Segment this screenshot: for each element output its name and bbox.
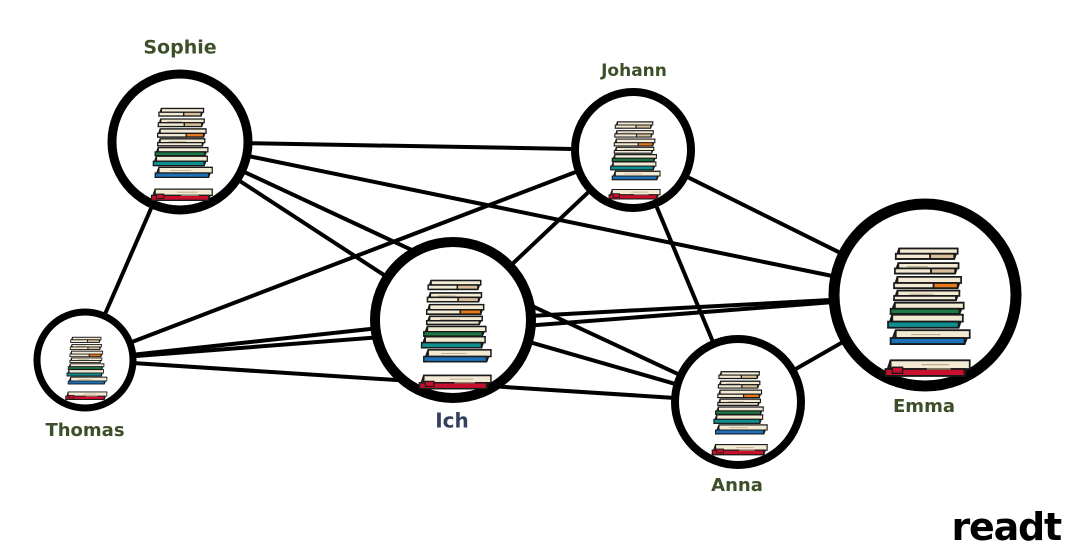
- graph-edge: [102, 205, 154, 316]
- graph-edge: [530, 340, 677, 386]
- node-layer: [33, 69, 1022, 469]
- graph-edge: [248, 154, 833, 278]
- graph-edge: [133, 326, 373, 357]
- node-label-thomas: Thomas: [45, 420, 124, 441]
- node-label-johann: Johann: [600, 61, 667, 81]
- readt-logo: readt: [951, 505, 1062, 549]
- graph-node-anna[interactable]: [671, 335, 805, 469]
- graph-edge: [533, 298, 831, 318]
- node-label-ich: Ich: [435, 409, 469, 433]
- edge-layer: [102, 141, 844, 400]
- graph-edge: [237, 178, 387, 278]
- graph-node-thomas[interactable]: [33, 308, 137, 412]
- node-label-sophie: Sophie: [143, 37, 216, 59]
- graph-node-johann[interactable]: [571, 88, 695, 212]
- node-label-emma: Emma: [893, 396, 955, 417]
- graph-edge: [510, 189, 591, 266]
- graph-node-sophie[interactable]: [107, 69, 253, 215]
- graph-node-ich[interactable]: [370, 237, 536, 403]
- node-label-anna: Anna: [711, 475, 763, 496]
- graph-edge: [793, 340, 844, 372]
- graph-edge: [654, 204, 715, 343]
- graph-node-emma[interactable]: [828, 198, 1022, 392]
- graph-edge: [250, 141, 574, 151]
- graph-edge: [130, 169, 578, 345]
- graph-edge: [685, 174, 842, 255]
